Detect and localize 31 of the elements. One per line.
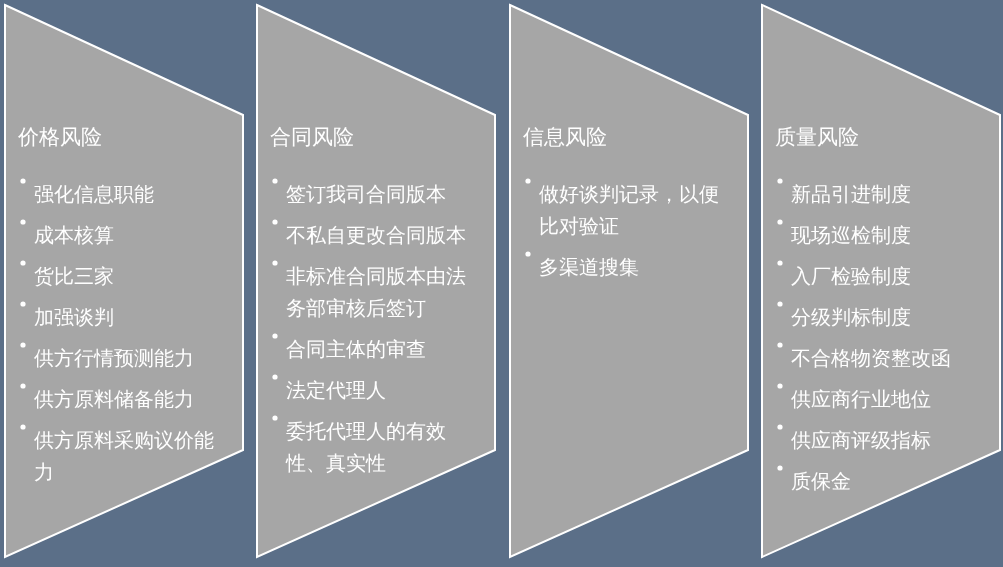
bullet-item: 法定代理人 <box>272 374 483 406</box>
bullet-item: 不合格物资整改函 <box>776 342 987 374</box>
bullet-item: 强化信息职能 <box>20 178 230 210</box>
panel-heading: 质量风险 <box>774 124 859 151</box>
bullet-item: 签订我司合同版本 <box>272 178 483 210</box>
chevron-panel <box>5 5 243 557</box>
chevron-panel <box>257 5 496 557</box>
panel-heading: 合同风险 <box>270 124 355 151</box>
bullet-item: 委托代理人的有效性、真实性 <box>272 415 483 479</box>
bullet-item: 分级判标制度 <box>776 301 987 333</box>
bullet-item: 供方原料采购议价能力 <box>20 424 230 488</box>
bullet-item: 现场巡检制度 <box>776 219 987 251</box>
bullet-item: 供方原料储备能力 <box>20 383 230 415</box>
bullet-item: 供应商评级指标 <box>776 424 987 456</box>
bullet-item: 做好谈判记录，以便比对验证 <box>524 178 735 242</box>
bullet-item: 供应商行业地位 <box>776 383 987 415</box>
bullet-item: 质保金 <box>776 465 987 497</box>
panel-heading: 价格风险 <box>18 124 102 151</box>
panel-heading: 信息风险 <box>522 124 607 151</box>
bullet-item: 多渠道搜集 <box>524 251 735 283</box>
bullet-item: 合同主体的审查 <box>272 333 483 365</box>
chevron-panel <box>509 5 748 557</box>
bullet-item: 不私自更改合同版本 <box>272 219 483 251</box>
bullet-item: 供方行情预测能力 <box>20 342 230 374</box>
chevron-panel <box>761 5 1000 557</box>
bullet-item: 入厂检验制度 <box>776 260 987 292</box>
bullet-item: 成本核算 <box>20 219 230 251</box>
bullet-item: 新品引进制度 <box>776 178 987 210</box>
bullet-item: 非标准合同版本由法务部审核后签订 <box>272 260 483 324</box>
bullet-item: 货比三家 <box>20 260 230 292</box>
bullet-item: 加强谈判 <box>20 301 230 333</box>
